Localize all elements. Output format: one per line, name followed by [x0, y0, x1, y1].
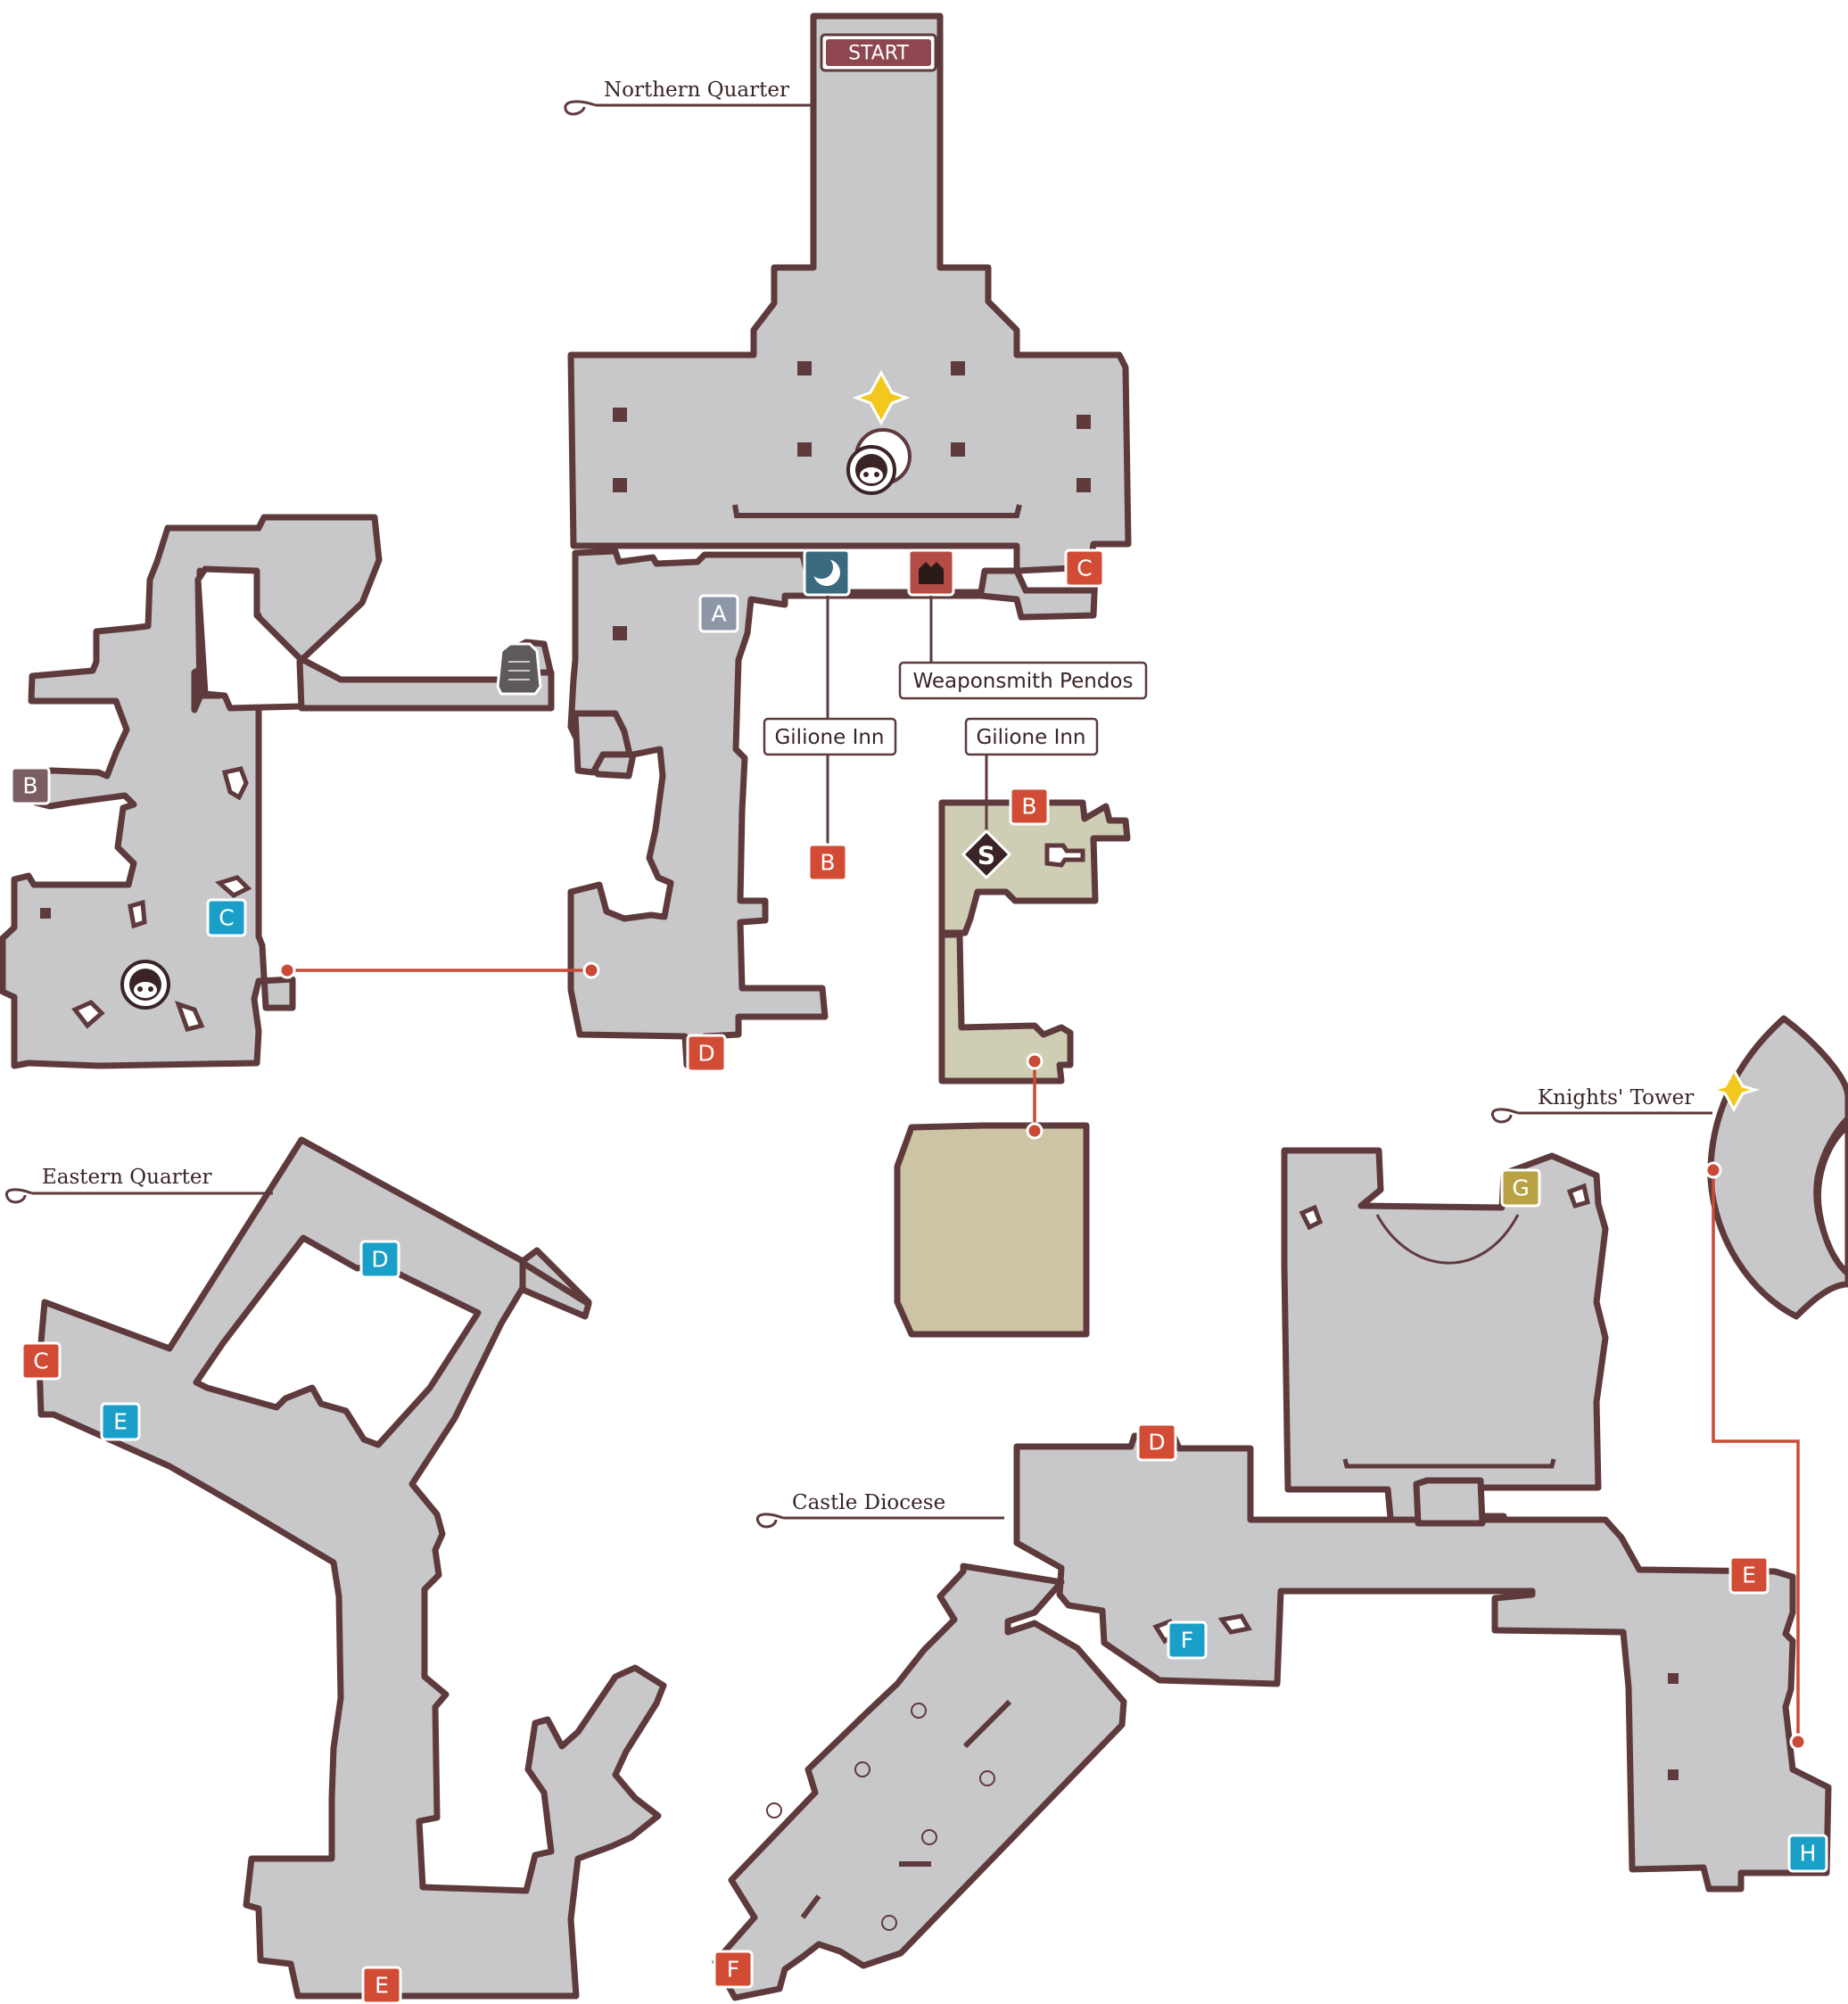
npc-face-icon[interactable] — [120, 960, 170, 1010]
save-crystal-icon[interactable] — [1707, 1067, 1761, 1113]
marker-c-west-label: C — [219, 905, 234, 931]
northern-quarter-label: Northern Quarter — [604, 78, 789, 102]
marker-f-diocese-south-label: F — [727, 1957, 739, 1983]
knights-tower-callout: Knights' Tower — [1490, 1086, 1712, 1124]
marker-f-diocese-south[interactable]: F — [713, 1950, 754, 1989]
marker-c-east[interactable]: C — [21, 1341, 62, 1381]
weaponsmith-label: Weaponsmith Pendos — [912, 670, 1133, 693]
eastern-quarter-callout: Eastern Quarter — [4, 1166, 273, 1204]
castle-diocese-callout: Castle Diocese — [755, 1491, 1004, 1529]
marker-e-east-label: E — [113, 1409, 128, 1435]
western-floor — [0, 514, 554, 1069]
marker-g-diocese-label: G — [1512, 1175, 1529, 1201]
marker-e-diocese[interactable]: E — [1728, 1555, 1770, 1595]
marker-b-inn-building[interactable]: B — [1009, 787, 1050, 826]
castle-diocese-label: Castle Diocese — [792, 1491, 945, 1514]
marker-c-label: C — [1077, 556, 1092, 581]
weapon-shop-icon[interactable] — [907, 548, 955, 597]
marker-b-inn-building-label: B — [1021, 794, 1036, 820]
inn-south-label: Gilione Inn — [976, 726, 1085, 749]
marker-h-diocese-label: H — [1800, 1841, 1817, 1867]
marker-b-west-label: B — [22, 773, 37, 799]
marker-c-west[interactable]: C — [206, 898, 247, 937]
inn-south-tag[interactable]: Gilione Inn — [964, 717, 1099, 756]
marker-b-label: B — [820, 850, 835, 876]
marker-e-east[interactable]: E — [100, 1402, 141, 1441]
knights-tower-inner — [1814, 1121, 1848, 1278]
start-banner[interactable]: START — [820, 33, 937, 72]
diocese-bridge — [1413, 1477, 1486, 1527]
marker-c-north[interactable]: C — [1064, 548, 1105, 588]
eastern-quarter-label: Eastern Quarter — [42, 1166, 212, 1189]
marker-e-east-south[interactable]: E — [361, 1966, 402, 2004]
cathedral-apse — [1375, 1214, 1520, 1265]
marker-h-diocese[interactable]: H — [1787, 1834, 1828, 1873]
inn-cutout — [1044, 843, 1085, 868]
eastern-courtyard — [193, 1234, 482, 1448]
shop-s-icon[interactable]: S — [961, 829, 1012, 880]
inn-annex-connector — [1026, 1052, 1044, 1140]
eastern-quarter-floor — [36, 1136, 667, 2000]
npc-face-icon[interactable] — [846, 445, 896, 495]
marker-d-diocese-label: D — [1148, 1430, 1165, 1456]
weaponsmith-tag[interactable]: Weaponsmith Pendos — [898, 661, 1148, 700]
northern-quarter-callout: Northern Quarter — [564, 78, 816, 116]
marker-a-label: A — [711, 601, 726, 627]
marker-f-diocese[interactable]: F — [1167, 1621, 1208, 1660]
svg-text:S: S — [978, 841, 995, 870]
marker-e-diocese-label: E — [1742, 1563, 1756, 1588]
marker-e-east-south-label: E — [375, 1973, 389, 1999]
diocese-hall-floor — [712, 1563, 1127, 2001]
gravestone-icon[interactable] — [496, 642, 542, 696]
start-label: START — [848, 43, 909, 65]
altar-ledge — [732, 504, 1022, 518]
marker-d-east-label: D — [371, 1247, 388, 1273]
marker-c-east-label: C — [33, 1348, 48, 1374]
diocese-hall-ledge — [800, 1699, 1012, 1919]
knights-tower-connector — [1704, 1161, 1807, 1751]
marker-d-label: D — [697, 1041, 714, 1067]
west-north-connector — [278, 961, 600, 979]
inn-north-tag[interactable]: Gilione Inn — [763, 717, 897, 756]
marker-f-diocese-label: F — [1181, 1628, 1193, 1654]
marker-b-inn[interactable]: B — [807, 843, 848, 882]
western-rubble — [40, 766, 252, 1032]
northern-lower-floor — [567, 548, 1099, 1068]
inn-lower-floor — [938, 931, 1074, 1084]
moon-inn-icon[interactable] — [803, 548, 851, 597]
save-crystal-icon[interactable] — [852, 369, 911, 426]
inn-north-label: Gilione Inn — [774, 726, 884, 749]
northern-pillars — [613, 361, 1091, 640]
marker-d-north[interactable]: D — [686, 1034, 727, 1073]
northern-west-stub — [572, 710, 633, 776]
marker-d-east[interactable]: D — [359, 1240, 400, 1279]
marker-a-north[interactable]: A — [698, 594, 739, 633]
marker-d-diocese[interactable]: D — [1136, 1423, 1177, 1462]
marker-g-diocese[interactable]: G — [1500, 1168, 1541, 1208]
cathedral-ledge — [1342, 1458, 1556, 1469]
knights-tower-label: Knights' Tower — [1538, 1086, 1694, 1109]
diocese-hall-columns — [766, 1703, 995, 1931]
inn-annex-floor — [894, 1122, 1090, 1338]
eastern-north-wing — [519, 1259, 592, 1320]
marker-b-west[interactable]: B — [10, 766, 51, 805]
